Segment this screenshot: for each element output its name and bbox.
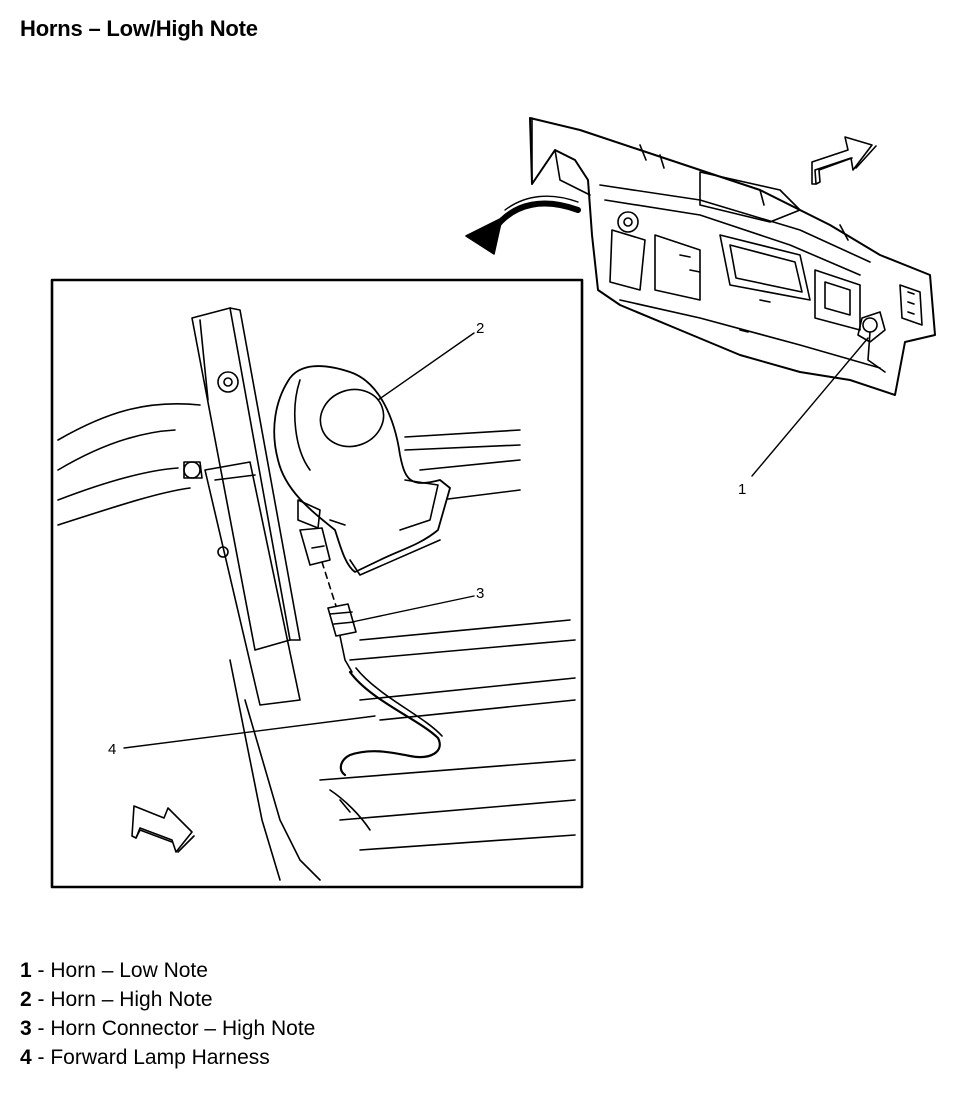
callout-3-label: 3	[476, 585, 484, 602]
legend-item: 2 - Horn – High Note	[20, 988, 213, 1011]
callout-4-label: 4	[108, 741, 116, 758]
callout-3-leader: 3	[351, 585, 484, 623]
callout-2-label: 2	[476, 320, 484, 337]
legend-item: 4 - Forward Lamp Harness	[20, 1046, 270, 1069]
page-title: Horns – Low/High Note	[20, 16, 258, 41]
legend-item: 1 - Horn – Low Note	[20, 959, 208, 982]
callout-2-leader: 2	[377, 320, 484, 401]
legend-item: 3 - Horn Connector – High Note	[20, 1017, 316, 1040]
direction-arrow-icon	[811, 136, 877, 185]
callout-1-label: 1	[738, 481, 746, 498]
legend: 1 - Horn – Low Note 2 - Horn – High Note…	[20, 956, 315, 1072]
horn-location-diagram: 1	[50, 117, 936, 889]
radiator-support-overview	[529, 117, 936, 396]
callout-1-leader: 1	[738, 337, 869, 498]
zoom-arrow-icon	[465, 195, 581, 255]
detail-inset-drawing	[57, 307, 576, 881]
callout-4-leader: 4	[108, 715, 376, 758]
forward-direction-arrow-icon	[131, 805, 195, 853]
